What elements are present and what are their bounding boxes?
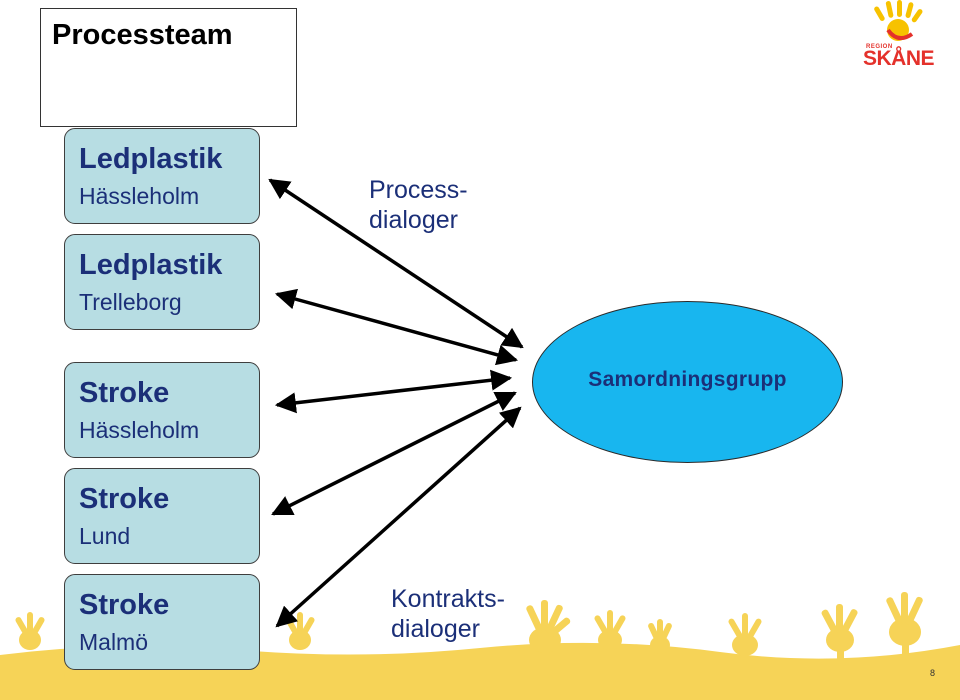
process-dialoger-label: Process- dialoger — [369, 175, 468, 235]
unit-title: Stroke — [79, 589, 170, 621]
process-label-line1: Process- — [369, 176, 468, 204]
unit-subtitle: Lund — [79, 523, 131, 549]
sun-hand-icon — [874, 0, 923, 41]
samordningsgrupp-hub: Samordningsgrupp — [532, 301, 843, 463]
unit-subtitle: Hässleholm — [79, 417, 200, 443]
process-label-line2: dialoger — [369, 206, 458, 234]
arrow-stroke-hassleholm — [274, 369, 513, 414]
hub-label: Samordningsgrupp — [588, 368, 787, 391]
unit-subtitle: Malmö — [79, 629, 149, 655]
unit-title: Ledplastik — [79, 249, 223, 281]
contract-label-line2: dialoger — [391, 615, 480, 643]
unit-subtitle: Trelleborg — [79, 289, 182, 315]
unit-ledplastik-hassleholm: Ledplastik Hässleholm — [64, 128, 260, 224]
page-number: 8 — [930, 668, 936, 678]
logo-skane-text: SKÅNE — [863, 47, 935, 70]
region-skane-logo: REGION SKÅNE — [858, 0, 938, 72]
arrow-stroke-malmo — [275, 406, 522, 628]
logo-region-text: REGION — [866, 44, 893, 50]
arrow-stroke-lund — [271, 391, 517, 516]
unit-stroke-malmo: Stroke Malmö — [64, 574, 260, 670]
arrow-ledplastik-trelleborg — [274, 288, 519, 366]
unit-title: Ledplastik — [79, 143, 223, 175]
unit-stroke-lund: Stroke Lund — [64, 468, 260, 564]
unit-title: Stroke — [79, 377, 170, 409]
processteam-box: Processteam — [40, 8, 297, 127]
contract-label-line1: Kontrakts- — [391, 585, 505, 613]
unit-title: Stroke — [79, 483, 170, 515]
unit-stroke-hassleholm: Stroke Hässleholm — [64, 362, 260, 458]
unit-ledplastik-trelleborg: Ledplastik Trelleborg — [64, 234, 260, 330]
processteam-title: Processteam — [52, 19, 233, 51]
kontrakts-dialoger-label: Kontrakts- dialoger — [391, 584, 505, 644]
unit-subtitle: Hässleholm — [79, 183, 200, 209]
